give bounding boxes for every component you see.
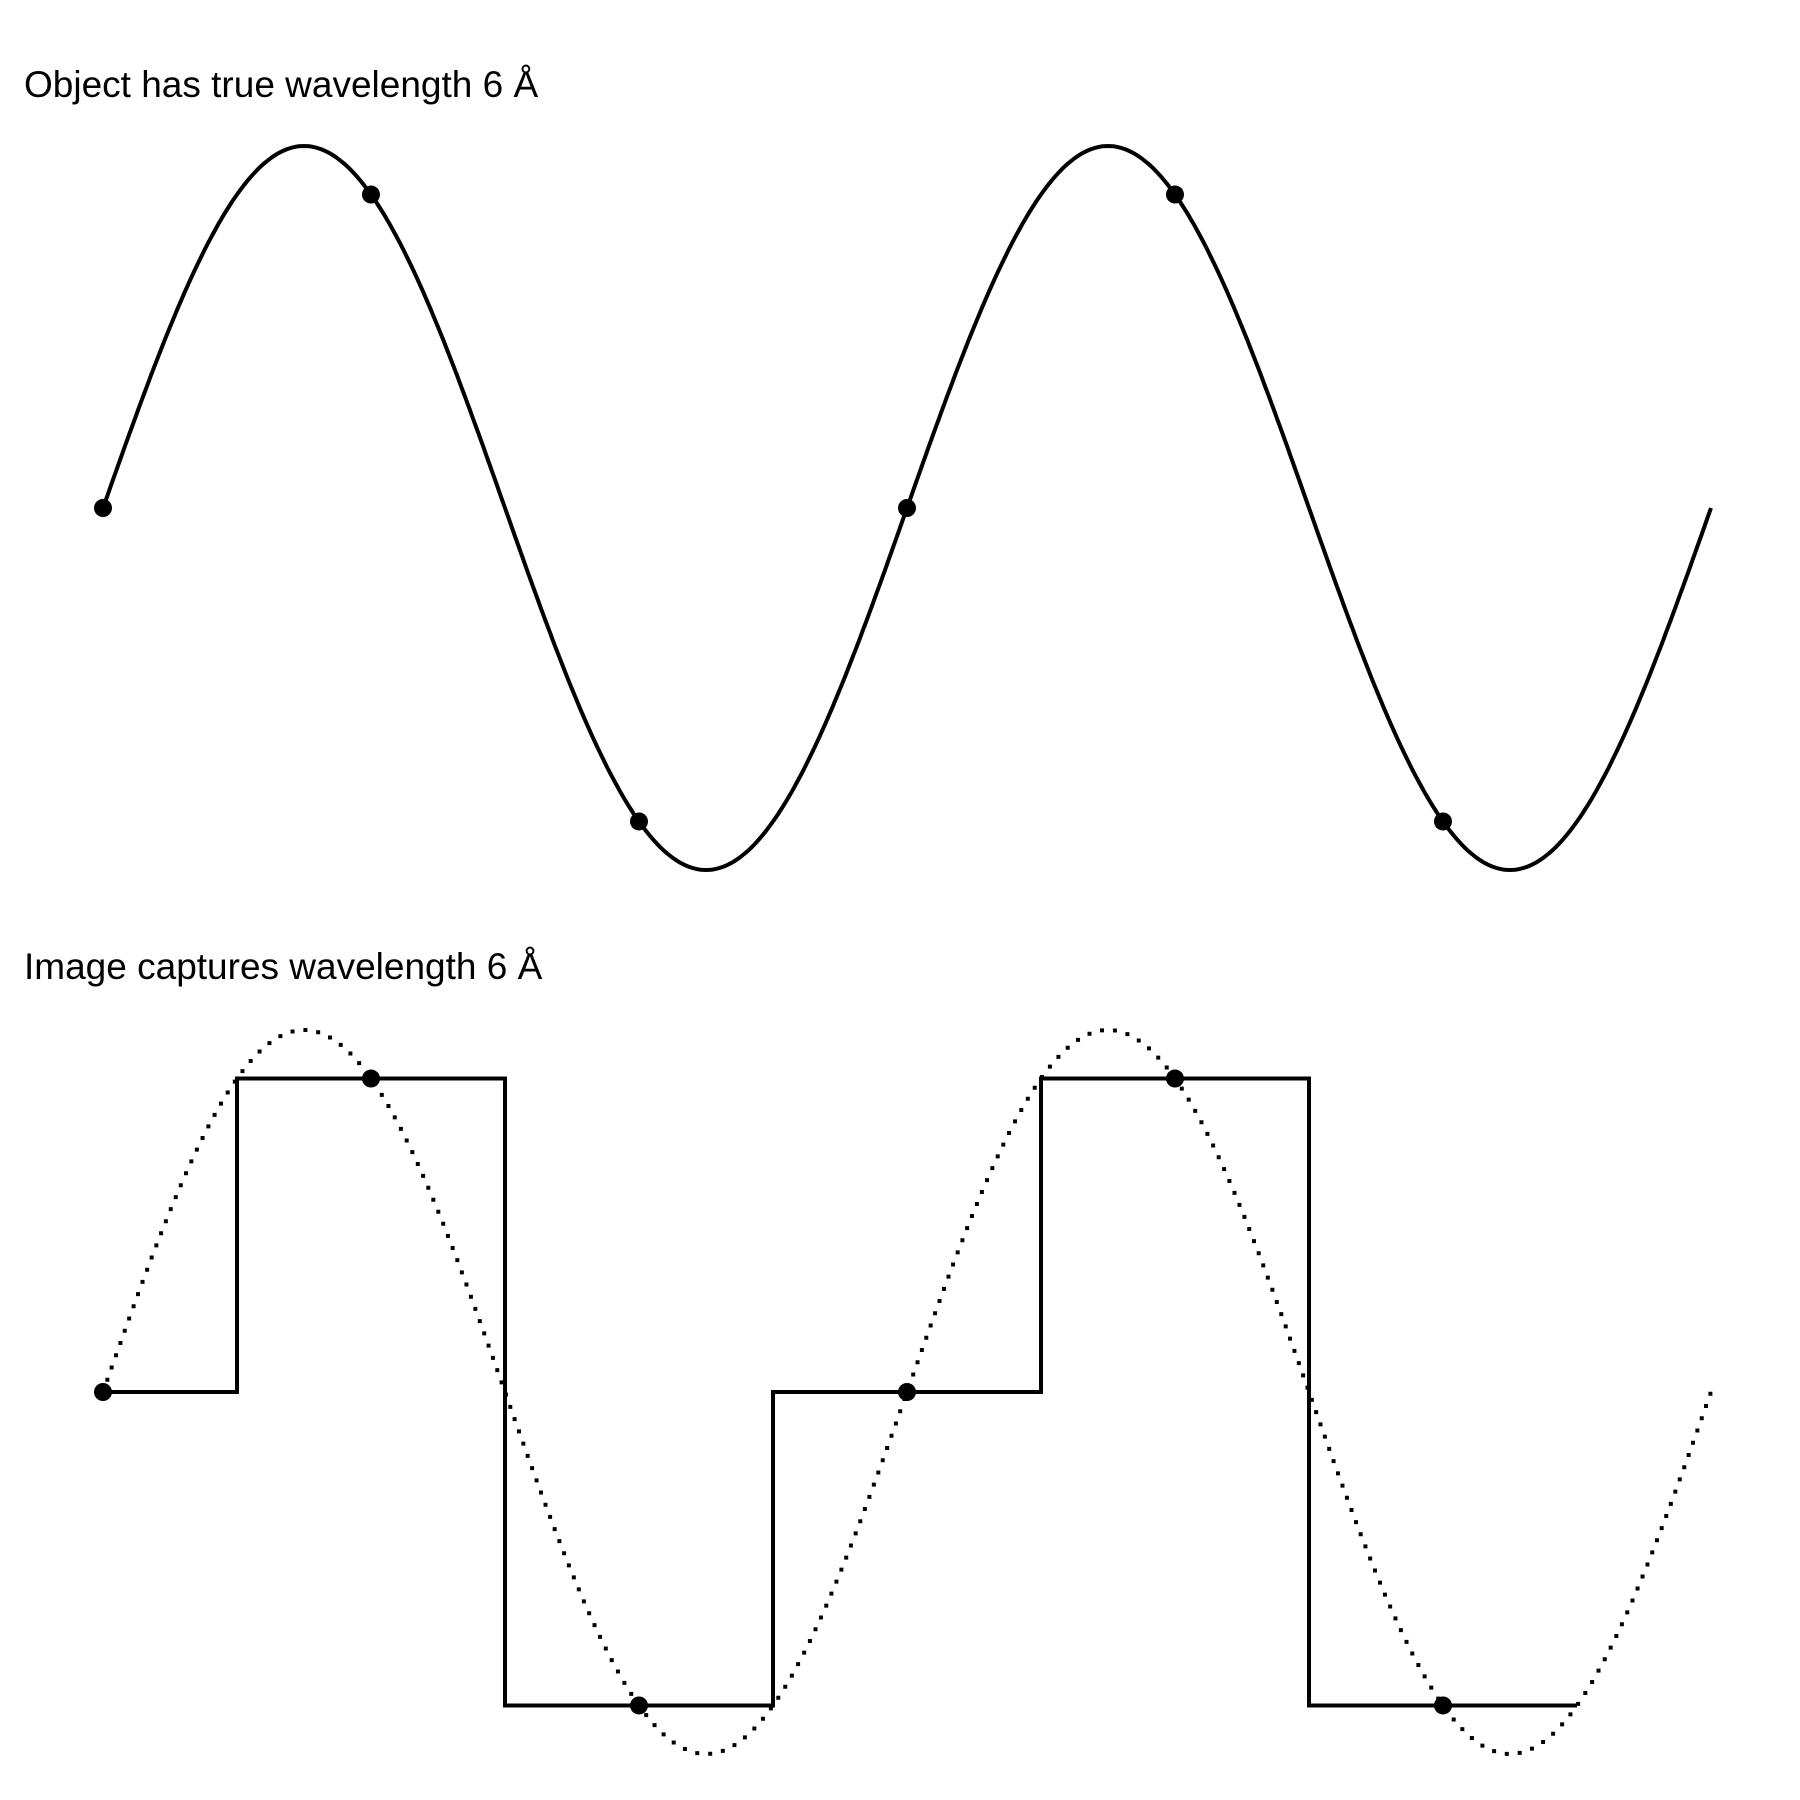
step-reconstruction [103, 1076, 1577, 1708]
sample-point [630, 812, 648, 831]
sample-point [362, 1069, 380, 1088]
top-panel-title: Object has true wavelength 6 Å [24, 64, 539, 105]
sample-point [362, 185, 380, 204]
sample-point [94, 1383, 112, 1401]
true-object-plot [94, 143, 1713, 873]
sample-point [1434, 1696, 1452, 1715]
sample-point [898, 1383, 916, 1401]
sample-point [630, 1696, 648, 1715]
bottom-panel-title: Image captures wavelength 6 Å [24, 946, 543, 987]
sample-point [1166, 185, 1184, 204]
sample-point [94, 499, 112, 517]
captured-image-plot [94, 1027, 1714, 1757]
sample-point [898, 499, 916, 517]
sample-point [1434, 812, 1452, 831]
sample-point [1166, 1069, 1184, 1088]
